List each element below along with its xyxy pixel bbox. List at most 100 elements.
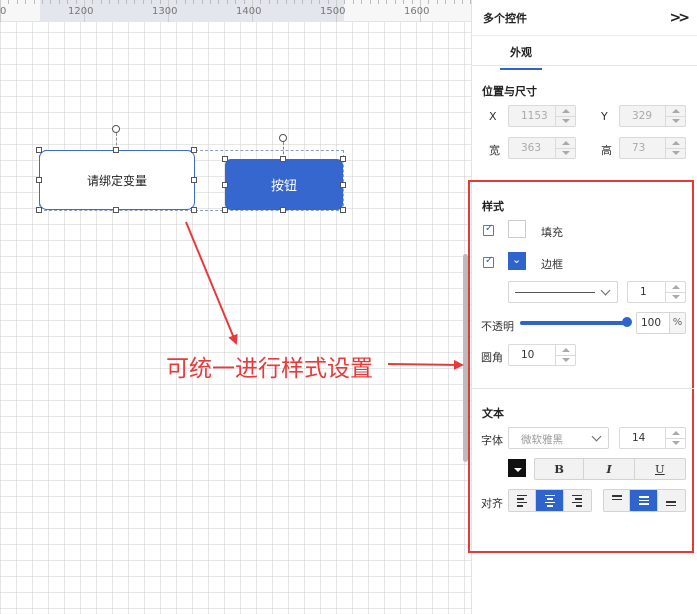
- resize-handle[interactable]: [340, 156, 346, 162]
- double-chevron-right-icon[interactable]: >>: [669, 9, 691, 26]
- width-stepper[interactable]: 363: [508, 137, 576, 159]
- ruler-tick: [453, 0, 455, 4]
- bold-button[interactable]: B: [535, 459, 585, 479]
- button-widget[interactable]: 按钮: [225, 159, 343, 210]
- ruler-tick: [344, 0, 346, 4]
- ruler-tick: [201, 0, 203, 4]
- ruler-tick: [319, 0, 321, 4]
- underline-button[interactable]: U: [654, 462, 665, 476]
- ruler-tick: [8, 0, 10, 4]
- design-canvas[interactable]: 0 1200 1300 1400 1500 1600 请绑定变量 按钮 可统一进…: [0, 0, 471, 614]
- resize-handle[interactable]: [113, 147, 119, 153]
- align-top-icon[interactable]: [604, 490, 631, 511]
- font-family-select[interactable]: 微软雅黑: [508, 427, 609, 449]
- resize-handle[interactable]: [36, 177, 42, 183]
- ruler-tick: [142, 0, 144, 4]
- ruler-tick: [176, 0, 178, 4]
- resize-handle[interactable]: [340, 182, 346, 188]
- button-widget-label: 按钮: [270, 179, 297, 194]
- resize-handle[interactable]: [280, 207, 286, 213]
- ruler-tick: [42, 0, 43, 4]
- ruler-tick: [386, 0, 388, 4]
- resize-handle[interactable]: [36, 147, 42, 153]
- x-label: X: [489, 110, 497, 123]
- y-label: Y: [601, 110, 608, 123]
- ruler-tick: [16, 0, 18, 4]
- chevron-down-icon: [600, 285, 611, 296]
- font-size-stepper[interactable]: 14: [619, 427, 686, 449]
- rotate-guide: [116, 133, 117, 150]
- ruler-label: 1600: [404, 6, 430, 17]
- x-stepper[interactable]: 1153: [508, 105, 576, 127]
- border-width-stepper[interactable]: 1: [627, 281, 686, 303]
- style-title: 样式: [482, 200, 504, 213]
- text-style-group: B I U: [534, 458, 686, 480]
- resize-handle[interactable]: [340, 207, 346, 213]
- solid-line-sample: [515, 292, 595, 293]
- stepper-arrows-icon[interactable]: [555, 138, 575, 158]
- align-left-icon[interactable]: [509, 490, 537, 511]
- rotate-handle-icon[interactable]: [279, 134, 287, 142]
- radius-stepper[interactable]: 10: [508, 344, 576, 366]
- ruler-tick: [403, 0, 405, 4]
- panel-title: 多个控件: [483, 11, 527, 25]
- ruler-tick: [260, 0, 262, 4]
- fill-color-swatch[interactable]: [508, 220, 526, 238]
- opacity-label: 不透明: [481, 320, 514, 333]
- align-right-icon[interactable]: [564, 490, 591, 511]
- ruler-tick: [420, 0, 421, 22]
- tab-appearance[interactable]: 外观: [500, 46, 542, 70]
- ruler-tick: [462, 0, 463, 4]
- border-color-swatch[interactable]: ⌄: [508, 252, 526, 270]
- resize-handle[interactable]: [222, 207, 228, 213]
- text-widget[interactable]: 请绑定变量: [39, 150, 195, 210]
- border-checkbox[interactable]: ✓: [483, 255, 494, 268]
- opacity-slider-track[interactable]: [520, 321, 626, 325]
- stepper-arrows-icon[interactable]: [555, 345, 575, 365]
- y-stepper[interactable]: 329: [619, 105, 686, 127]
- align-middle-icon[interactable]: [630, 490, 658, 511]
- align-bottom-icon[interactable]: [658, 490, 685, 511]
- align-center-icon[interactable]: [536, 490, 564, 511]
- resize-handle[interactable]: [191, 177, 197, 183]
- text-title: 文本: [482, 407, 504, 420]
- check-icon: ✓: [485, 255, 494, 266]
- opacity-slider-thumb[interactable]: [622, 317, 632, 327]
- ruler-tick: [100, 0, 102, 4]
- rotate-handle-icon[interactable]: [112, 125, 120, 133]
- text-color-picker[interactable]: [508, 459, 526, 477]
- panel-header: 多个控件 >>: [472, 0, 697, 36]
- y-value: 329: [632, 110, 653, 122]
- radius-value: 10: [521, 349, 535, 361]
- ruler-tick: [470, 0, 471, 4]
- vertical-scrollbar[interactable]: [463, 254, 468, 462]
- stepper-arrows-icon[interactable]: [665, 138, 685, 158]
- width-label: 宽: [489, 144, 500, 157]
- opacity-input[interactable]: 100 %: [636, 312, 686, 334]
- resize-handle[interactable]: [113, 207, 119, 213]
- height-stepper[interactable]: 73: [619, 137, 686, 159]
- resize-handle[interactable]: [280, 156, 286, 162]
- ruler-label: 1500: [320, 6, 346, 17]
- resize-handle[interactable]: [191, 147, 197, 153]
- section-divider: [472, 388, 694, 389]
- stepper-arrows-icon[interactable]: [555, 106, 575, 126]
- ruler-tick: [75, 0, 77, 4]
- ruler-tick: [336, 0, 337, 22]
- ruler-tick: [210, 0, 211, 4]
- ruler-tick: [285, 0, 287, 4]
- ruler-tick: [50, 0, 52, 4]
- ruler-tick: [310, 0, 312, 4]
- ruler-tick: [268, 0, 270, 4]
- stepper-arrows-icon[interactable]: [665, 428, 685, 448]
- stepper-arrows-icon[interactable]: [665, 106, 685, 126]
- border-style-select[interactable]: [508, 281, 618, 303]
- stepper-arrows-icon[interactable]: [665, 282, 685, 302]
- fill-checkbox[interactable]: ✓: [483, 223, 494, 236]
- italic-button[interactable]: I: [584, 459, 635, 479]
- resize-handle[interactable]: [36, 207, 42, 213]
- ruler-tick: [294, 0, 295, 4]
- resize-handle[interactable]: [222, 156, 228, 162]
- resize-handle[interactable]: [191, 207, 197, 213]
- resize-handle[interactable]: [222, 182, 228, 188]
